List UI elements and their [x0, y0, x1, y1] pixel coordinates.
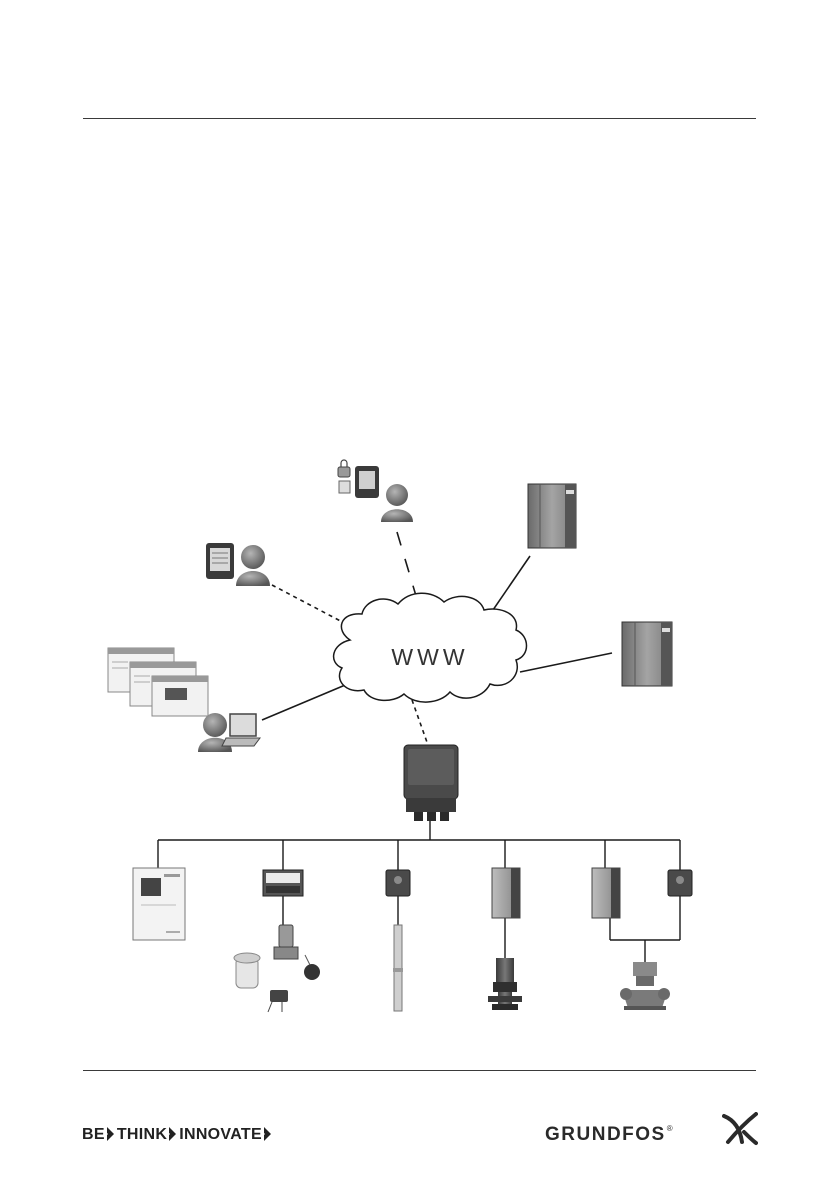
inline-pump — [488, 958, 522, 1010]
bottom-rule — [83, 1070, 756, 1071]
server-top — [528, 484, 576, 548]
sensors — [234, 925, 320, 1012]
submersible-pump — [393, 925, 403, 1011]
mobile-user — [338, 460, 413, 522]
grundfos-logo-icon — [722, 1112, 758, 1146]
web-screens — [108, 648, 208, 716]
frequency-drive-1 — [492, 868, 520, 918]
registered-mark: ® — [667, 1124, 674, 1133]
server-right — [622, 622, 672, 686]
line-laptop-user — [262, 683, 350, 720]
chevron-right-icon — [264, 1127, 271, 1141]
twin-head-pump — [620, 962, 670, 1010]
brand-name: GRUNDFOS® — [545, 1124, 674, 1146]
slogan-word-think: THINK — [117, 1126, 167, 1143]
line-server-right — [520, 653, 612, 672]
line-tablet-user — [272, 585, 350, 626]
frequency-drive-2 — [592, 868, 620, 918]
control-cabinet — [133, 868, 185, 940]
chevron-right-icon — [107, 1127, 114, 1141]
slogan-word-innovate: INNOVATE — [179, 1126, 262, 1143]
laptop-user — [198, 713, 260, 752]
cim-module-2 — [668, 870, 692, 896]
io-module — [263, 870, 303, 896]
gateway-device — [404, 745, 458, 821]
brand-text: GRUNDFOS — [545, 1124, 666, 1145]
cloud-label: WWW — [380, 644, 480, 671]
cim-module-1 — [386, 870, 410, 896]
slogan: BE THINK INNOVATE — [82, 1126, 274, 1144]
chevron-right-icon — [169, 1127, 176, 1141]
line-gateway — [412, 700, 428, 745]
tablet-user — [206, 543, 270, 586]
slogan-word-be: BE — [82, 1126, 105, 1143]
